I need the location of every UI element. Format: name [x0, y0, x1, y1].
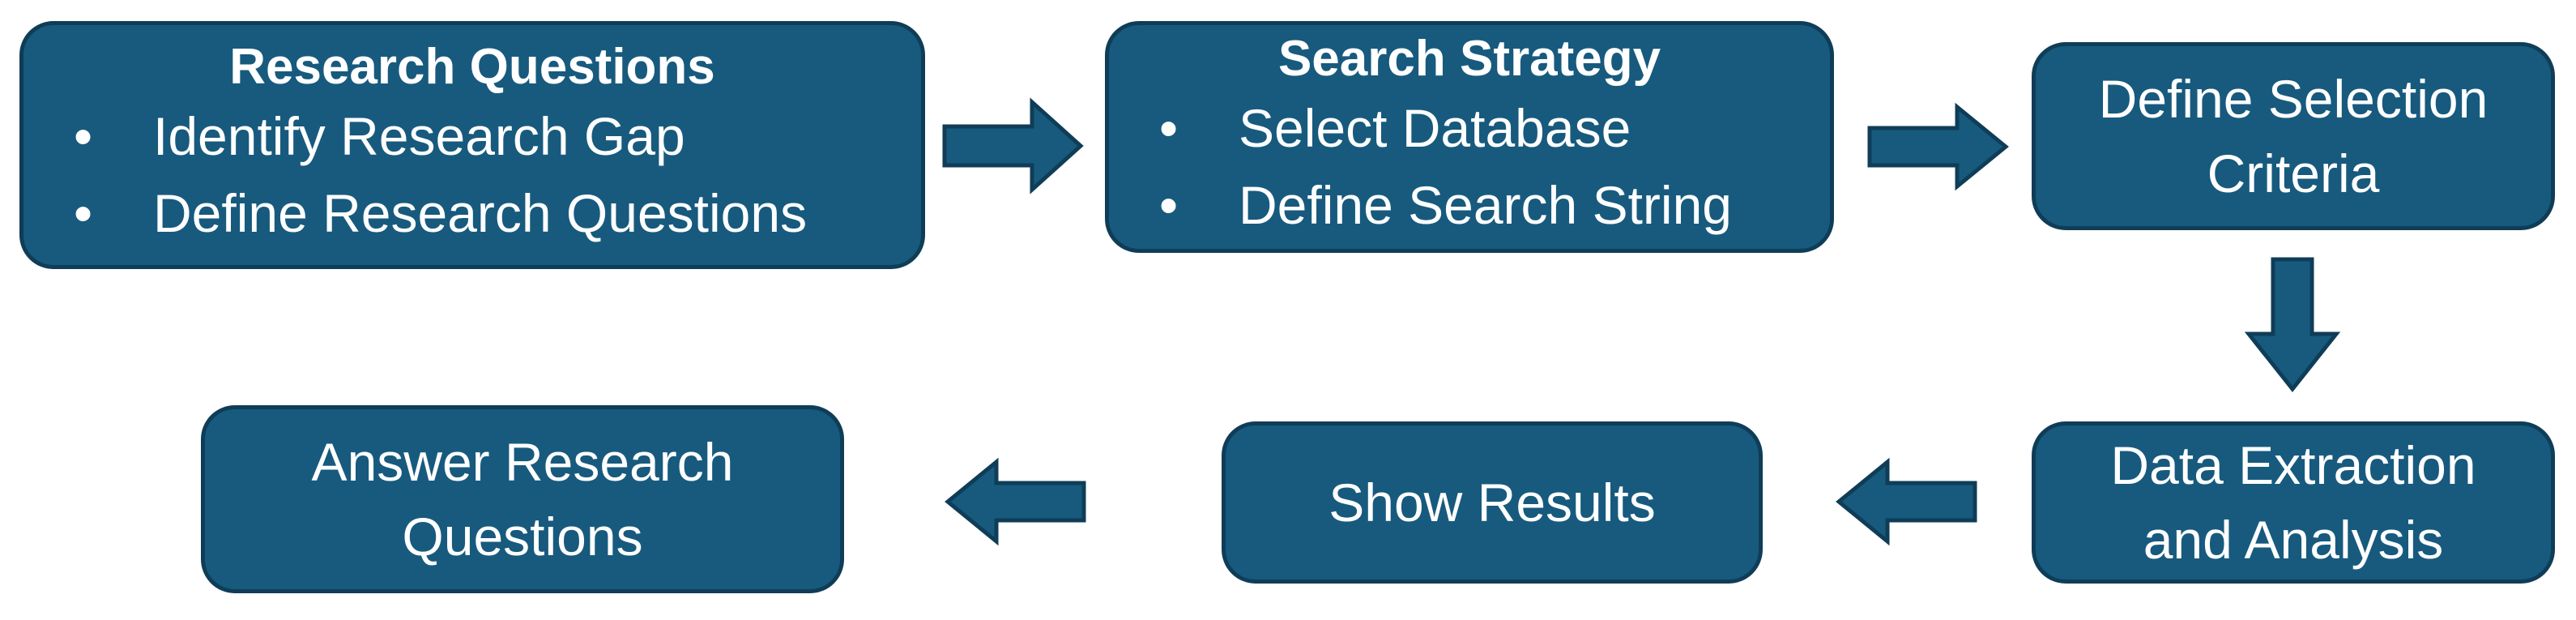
arrow-right-icon — [942, 97, 1084, 195]
bullet-define-research-questions: Define Research Questions — [40, 175, 905, 253]
bullet-identify-research-gap: Identify Research Gap — [40, 98, 905, 176]
bullet-define-search-string: Define Search String — [1125, 167, 1814, 245]
arrow-down-icon — [2244, 257, 2341, 393]
selection-criteria-line-1: Define Selection — [2098, 68, 2489, 129]
research-questions-box: Research Questions Identify Research Gap… — [19, 21, 925, 269]
answer-research-questions-box: Answer Research Questions — [201, 405, 844, 593]
bullet-select-database: Select Database — [1125, 90, 1814, 168]
answer-questions-line-1: Answer Research — [311, 431, 734, 492]
arrow-right-icon — [1867, 102, 2009, 191]
show-results-box: Show Results — [1222, 421, 1763, 584]
data-extraction-line-2: and Analysis — [2143, 510, 2444, 570]
search-strategy-box: Search Strategy Select Database Define S… — [1105, 21, 1834, 253]
answer-questions-line-2: Questions — [402, 507, 643, 567]
selection-criteria-line-2: Criteria — [2207, 143, 2380, 203]
search-strategy-title: Search Strategy — [1277, 31, 1661, 88]
arrow-left-icon — [1836, 457, 1977, 546]
research-questions-title: Research Questions — [229, 39, 715, 96]
research-questions-bullets: Identify Research Gap Define Research Qu… — [40, 98, 905, 253]
define-selection-criteria-box: Define Selection Criteria — [2032, 42, 2555, 230]
data-extraction-analysis-box: Data Extraction and Analysis — [2032, 421, 2555, 584]
data-extraction-line-1: Data Extraction — [2110, 434, 2476, 495]
search-strategy-bullets: Select Database Define Search String — [1125, 90, 1814, 245]
show-results-label: Show Results — [1329, 472, 1656, 532]
arrow-left-icon — [945, 457, 1086, 546]
